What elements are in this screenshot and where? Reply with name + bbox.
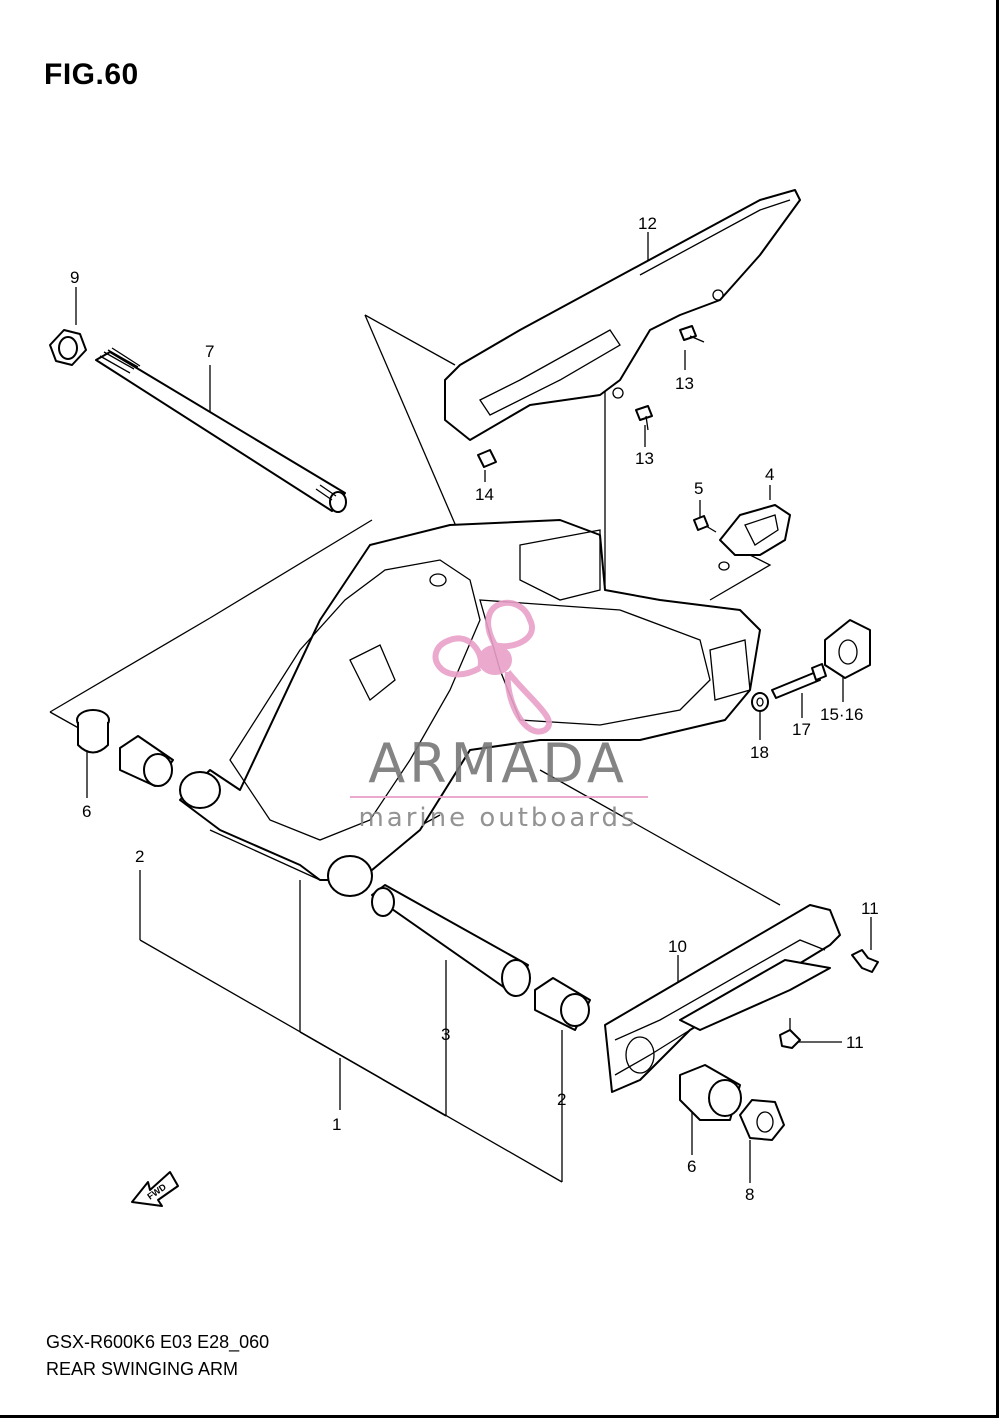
callout-11-upper: 11 (861, 899, 879, 918)
adjuster-nut (751, 692, 769, 712)
chain-buffer-screw-lower (779, 1018, 801, 1049)
callout-1: 1 (332, 1115, 341, 1134)
watermark-tagline: marine outboards (358, 803, 637, 833)
chain-adjuster-bolt (771, 663, 827, 699)
bearing-right (534, 977, 591, 1031)
callout-14: 14 (475, 485, 494, 504)
bearing-left (119, 735, 174, 787)
callout-12: 12 (638, 214, 657, 233)
pivot-nut-right (739, 1099, 785, 1141)
chain-buffer (604, 904, 841, 1093)
fwd-arrow: FWD (131, 1171, 179, 1207)
callout-2-right: 2 (557, 1090, 566, 1109)
clip (477, 449, 497, 468)
callout-10: 10 (668, 937, 687, 956)
callout-13-upper: 13 (675, 374, 694, 393)
callout-6-right: 6 (687, 1157, 696, 1176)
callout-13-lower: 13 (635, 449, 654, 468)
watermark-logo-icon (432, 599, 552, 735)
pivot-nut (49, 329, 87, 366)
swingarm-body (179, 519, 761, 897)
chain-adjuster-block (824, 619, 871, 679)
chain-cover-bolt-lower (635, 405, 653, 431)
chain-guide-screw (693, 515, 717, 533)
callout-9: 9 (70, 268, 79, 287)
callout-8: 8 (745, 1185, 754, 1204)
chain-cover-bolt-upper (679, 325, 705, 343)
collar-right (679, 1064, 742, 1121)
model-code: GSX-R600K6 E03 E28_060 (46, 1332, 270, 1352)
callout-6-left: 6 (82, 802, 91, 821)
figure-title: FIG.60 (44, 58, 139, 91)
callout-3: 3 (441, 1025, 450, 1044)
watermark: ARMADA marine outboards (350, 599, 648, 833)
watermark-brand: ARMADA (368, 732, 628, 795)
chain-cover (444, 189, 801, 441)
callout-4: 4 (765, 465, 774, 484)
callout-15-16: 15·16 (820, 705, 863, 724)
callout-17: 17 (792, 720, 811, 739)
callouts: 1 2 2 3 4 5 6 6 7 8 9 10 11 11 12 13 13 … (70, 214, 879, 1204)
collar-left (76, 709, 110, 754)
assembly-name: REAR SWINGING ARM (46, 1359, 239, 1379)
spacer-tube (371, 884, 531, 997)
callout-2-left: 2 (135, 847, 144, 866)
callout-11-lower: 11 (846, 1033, 864, 1052)
chain-buffer-screw-upper (851, 949, 879, 973)
callout-18: 18 (750, 743, 769, 762)
callout-7: 7 (205, 342, 214, 361)
chain-guide (718, 504, 791, 571)
pivot-shaft (95, 347, 347, 513)
callout-5: 5 (694, 479, 703, 498)
